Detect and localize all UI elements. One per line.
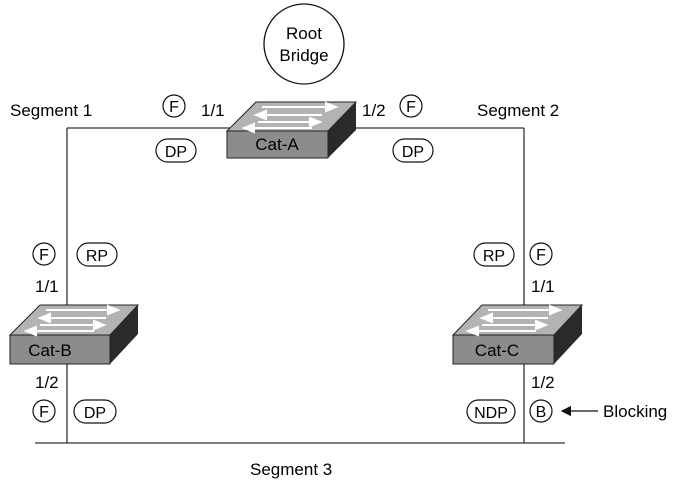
port-cat-c-1-1: RP F 1/1 (473, 242, 555, 296)
svg-text:B: B (536, 404, 547, 421)
port-state-badge: F (529, 242, 553, 266)
port-cat-a-1-2: 1/2 F DP (362, 94, 434, 163)
switch-label-cat-c: Cat-C (475, 341, 519, 360)
svg-text:RP: RP (86, 248, 108, 265)
switch-arrows-icon (465, 304, 563, 337)
port-cat-b-1-1: F RP 1/1 (32, 242, 118, 296)
port-cat-b-1-2: 1/2 F DP (32, 373, 117, 424)
port-state-badge: B (529, 399, 553, 423)
port-role-badge: RP (76, 242, 118, 267)
svg-text:F: F (39, 404, 49, 421)
segment-1-label: Segment 1 (10, 101, 92, 120)
port-role-badge: DP (73, 399, 117, 424)
blocking-annotation: Blocking (560, 402, 667, 421)
switch-cat-a[interactable]: Cat-A (225, 101, 358, 159)
switch-cat-c[interactable]: Cat-C (451, 304, 584, 365)
port-cat-a-1-1: F 1/1 DP (155, 94, 225, 163)
svg-text:DP: DP (165, 144, 187, 161)
svg-text:DP: DP (402, 144, 424, 161)
port-state-badge: F (32, 242, 56, 266)
root-bridge-label-line2: Bridge (279, 46, 328, 65)
svg-text:NDP: NDP (474, 405, 508, 422)
port-role-badge: DP (155, 138, 197, 163)
port-number-label: 1/1 (35, 277, 59, 296)
port-number-label: 1/1 (201, 101, 225, 120)
switch-arrows-icon (241, 101, 339, 134)
port-number-label: 1/1 (531, 277, 555, 296)
svg-text:DP: DP (84, 405, 106, 422)
port-state-badge: F (399, 94, 423, 118)
svg-text:F: F (406, 99, 416, 116)
port-number-label: 1/2 (362, 101, 386, 120)
segment-lines (35, 127, 565, 444)
svg-text:F: F (39, 247, 49, 264)
blocking-label: Blocking (603, 402, 667, 421)
port-role-badge: RP (473, 242, 515, 267)
port-number-label: 1/2 (531, 373, 555, 392)
port-cat-c-1-2: 1/2 NDP B (466, 373, 555, 424)
switch-label-cat-a: Cat-A (255, 135, 299, 154)
port-number-label: 1/2 (35, 373, 59, 392)
svg-text:F: F (536, 247, 546, 264)
svg-text:RP: RP (483, 248, 505, 265)
port-role-badge: DP (392, 138, 434, 163)
switch-cat-b[interactable]: Cat-B (8, 304, 140, 365)
segment-2-label: Segment 2 (477, 101, 559, 120)
root-bridge-label-line1: Root (286, 24, 322, 43)
segment-3-label: Segment 3 (250, 460, 332, 479)
switch-label-cat-b: Cat-B (28, 341, 71, 360)
port-state-badge: F (162, 94, 186, 118)
root-bridge-badge: Root Bridge (263, 3, 345, 85)
svg-text:F: F (169, 99, 179, 116)
switch-arrows-icon (23, 304, 121, 337)
port-role-badge: NDP (466, 399, 516, 424)
port-state-badge: F (32, 399, 56, 423)
